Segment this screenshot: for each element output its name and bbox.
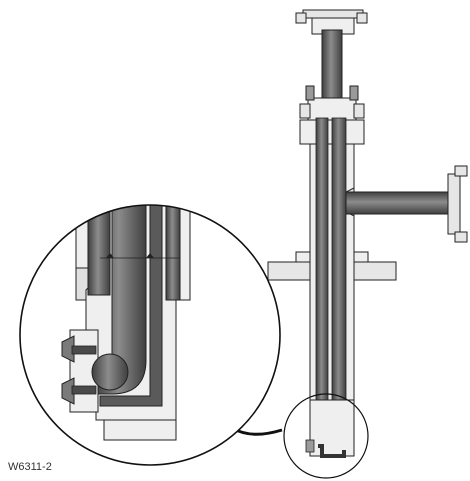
detail-marker-circle [283, 393, 369, 479]
main-assembly [267, 9, 468, 479]
side-outlet [345, 165, 468, 243]
magnifier-circle [19, 204, 281, 466]
bottom-tip [305, 399, 355, 458]
mounting-flange [267, 251, 397, 281]
magnified-detail [19, 204, 281, 466]
inner-tube-left [315, 117, 329, 449]
figure-label: W6311-2 [8, 461, 52, 473]
